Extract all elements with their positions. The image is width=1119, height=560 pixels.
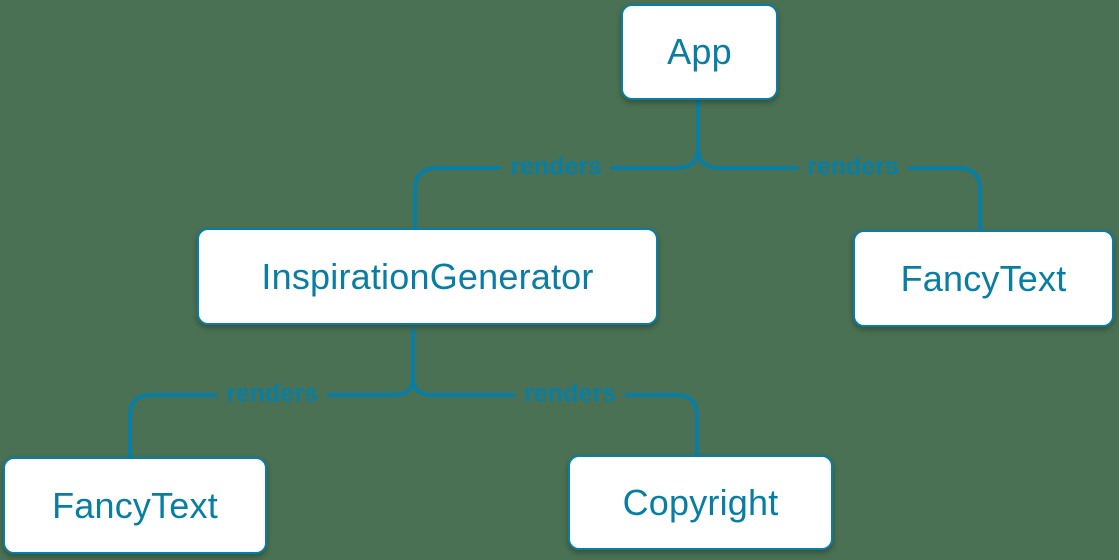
edge-label-renders-app-inspirationgenerator: renders [501, 152, 611, 182]
edge-label-renders-app-fancytext: renders [798, 152, 908, 182]
edge-label-renders-inspirationgenerator-copyright: renders [515, 379, 625, 409]
edge-line-inspirationgenerator-copyright [411, 376, 699, 458]
edge-label-renders-inspirationgenerator-fancytext: renders [217, 379, 327, 409]
node-copyright: Copyright [568, 455, 833, 550]
node-fancy-text-bottom-left: FancyText [3, 457, 267, 554]
node-app: App [621, 4, 778, 100]
node-fancy-text-top-right: FancyText [853, 230, 1114, 327]
edge-line-app-fancytext [696, 146, 982, 233]
node-inspiration-generator: InspirationGenerator [197, 228, 658, 325]
